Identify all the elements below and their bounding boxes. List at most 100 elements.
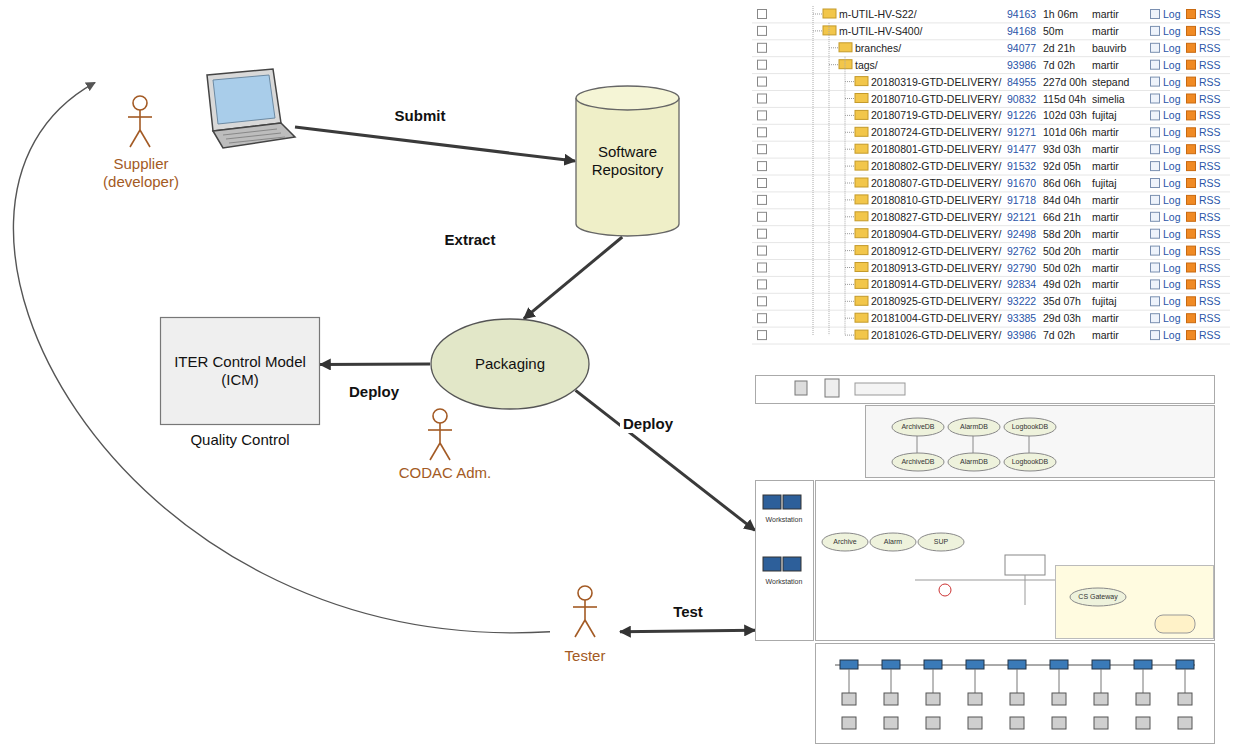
revision-number: 94163	[1007, 7, 1036, 21]
row-checkbox	[758, 246, 767, 255]
folder-icon	[855, 178, 868, 187]
row-checkbox	[758, 212, 767, 221]
rss-link: RSS	[1199, 311, 1221, 325]
folder-icon	[855, 263, 868, 272]
folder-name: 20180827-GTD-DELIVERY/	[871, 210, 1002, 224]
row-checkbox	[758, 94, 767, 103]
folder-icon	[839, 43, 852, 52]
folder-name: m-UTIL-HV-S400/	[839, 24, 922, 38]
folder-name: 20180914-GTD-DELIVERY/	[871, 277, 1002, 291]
revision-number: 93986	[1007, 58, 1036, 72]
folder-name: 20180801-GTD-DELIVERY/	[871, 142, 1002, 156]
log-icon	[1151, 43, 1160, 52]
row-separator	[752, 344, 1230, 345]
network-label: LogbookDB	[1007, 420, 1053, 434]
log-icon	[1151, 331, 1160, 340]
log-icon	[1151, 111, 1160, 120]
rss-link: RSS	[1199, 142, 1221, 156]
log-icon	[1151, 179, 1160, 188]
row-separator	[752, 22, 1230, 23]
rss-link: RSS	[1199, 210, 1221, 224]
tree-line	[845, 57, 846, 335]
author: fujitaj	[1092, 108, 1117, 122]
revision-number: 92790	[1007, 261, 1036, 275]
rss-link: RSS	[1199, 24, 1221, 38]
tree-line	[845, 115, 854, 116]
author: simelia	[1092, 92, 1125, 106]
row-separator	[752, 276, 1230, 277]
folder-name: branches/	[855, 41, 901, 55]
rss-link: RSS	[1199, 294, 1221, 308]
rss-icon	[1187, 195, 1196, 204]
network-label: SUP	[921, 535, 961, 549]
log-icon	[1151, 195, 1160, 204]
folder-icon	[823, 9, 836, 18]
log-icon	[1151, 60, 1160, 69]
actor-name: Supplier (developer)	[95, 155, 187, 191]
rss-icon	[1187, 212, 1196, 221]
revision-number: 93222	[1007, 294, 1036, 308]
row-separator	[752, 310, 1230, 311]
folder-name: 20180719-GTD-DELIVERY/	[871, 108, 1002, 122]
repository-cylinder: Software Repository	[575, 85, 680, 237]
folder-name: 20180710-GTD-DELIVERY/	[871, 92, 1002, 106]
revision-number: 94168	[1007, 24, 1036, 38]
row-separator	[752, 191, 1230, 192]
age: 86d 06h	[1043, 176, 1081, 190]
rss-icon	[1187, 179, 1196, 188]
log-icon	[1151, 10, 1160, 19]
author: martir	[1092, 142, 1119, 156]
tree-line	[845, 335, 854, 336]
row-checkbox	[758, 145, 767, 154]
folder-name: 20180913-GTD-DELIVERY/	[871, 261, 1002, 275]
rss-icon	[1187, 280, 1196, 289]
row-separator	[752, 73, 1230, 74]
age: 50d 20h	[1043, 244, 1081, 258]
row-checkbox	[758, 60, 767, 69]
repository-name: Software Repository	[581, 143, 674, 179]
author: stepand	[1092, 75, 1129, 89]
row-separator	[752, 39, 1230, 40]
revision-number: 91532	[1007, 159, 1036, 173]
revision-number: 91670	[1007, 176, 1036, 190]
actor-name: CODAC Adm.	[390, 464, 500, 482]
rss-icon	[1187, 43, 1196, 52]
network-diagram-outline	[755, 375, 1215, 745]
folder-name: 20180319-GTD-DELIVERY/	[871, 75, 1002, 89]
age: 58d 20h	[1043, 227, 1081, 241]
log-link: Log	[1163, 294, 1181, 308]
age: 29d 03h	[1043, 311, 1081, 325]
network-diagram: ArchiveDBAlarmDBLogbookDBArchiveDBAlarmD…	[755, 375, 1215, 745]
row-separator	[752, 107, 1230, 108]
age: 1h 06m	[1043, 7, 1078, 21]
folder-icon	[855, 246, 868, 255]
edge-label: Extract	[442, 231, 499, 249]
author: martir	[1092, 193, 1119, 207]
folder-icon	[855, 110, 868, 119]
folder-icon	[855, 296, 868, 305]
process-box: ITER Control Model (ICM)Quality Control	[160, 317, 320, 425]
folder-name: 20180904-GTD-DELIVERY/	[871, 227, 1002, 241]
log-icon	[1151, 26, 1160, 35]
author: martir	[1092, 24, 1119, 38]
row-checkbox	[758, 297, 767, 306]
log-link: Log	[1163, 277, 1181, 291]
folder-name: 20180802-GTD-DELIVERY/	[871, 159, 1002, 173]
log-link: Log	[1163, 244, 1181, 258]
row-separator	[752, 56, 1230, 57]
log-icon	[1151, 128, 1160, 137]
rss-icon	[1187, 229, 1196, 238]
network-label: ArchiveDB	[895, 455, 941, 469]
age: 115d 04h	[1043, 92, 1086, 106]
tree-line	[845, 199, 854, 200]
rss-link: RSS	[1199, 193, 1221, 207]
log-link: Log	[1163, 7, 1181, 21]
row-separator	[752, 208, 1230, 209]
log-link: Log	[1163, 328, 1181, 342]
revision-number: 92762	[1007, 244, 1036, 258]
tree-line	[813, 14, 822, 15]
log-link: Log	[1163, 227, 1181, 241]
revision-number: 94077	[1007, 41, 1036, 55]
rss-icon	[1187, 263, 1196, 272]
rss-link: RSS	[1199, 125, 1221, 139]
